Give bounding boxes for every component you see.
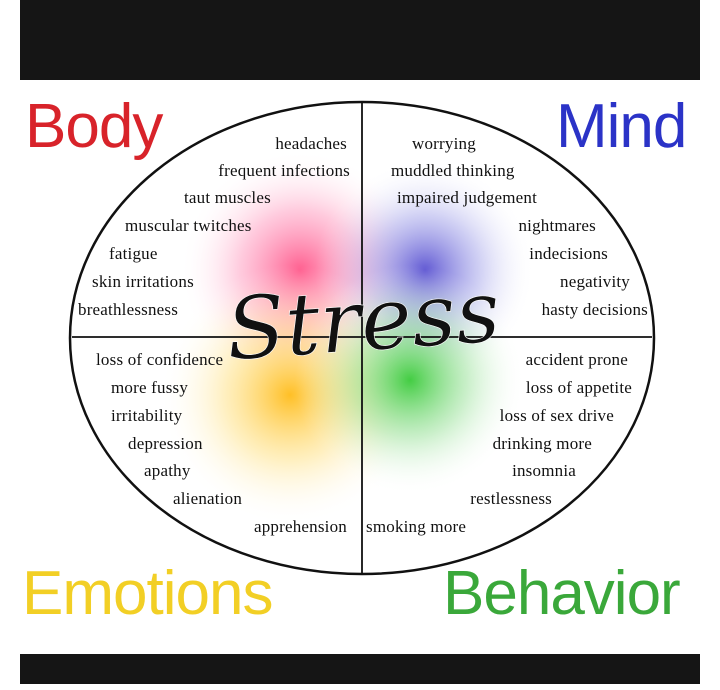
bottom-black-bar <box>20 654 700 684</box>
behavior-item: loss of appetite <box>525 378 632 397</box>
behavior-item: drinking more <box>492 434 592 453</box>
body-item: taut muscles <box>184 188 271 207</box>
body-item: muscular twitches <box>125 216 252 235</box>
mind-item: impaired judgement <box>397 188 538 207</box>
mind-item: indecisions <box>529 244 608 263</box>
emotions-item: alienation <box>173 489 243 508</box>
mind-item: muddled thinking <box>391 161 515 180</box>
mind-item: hasty decisions <box>541 300 648 319</box>
body-item: fatigue <box>109 244 158 263</box>
emotions-item: irritability <box>111 406 183 425</box>
color-glow <box>160 150 535 525</box>
behavior-item: loss of sex drive <box>499 406 614 425</box>
body-label: Body <box>25 92 163 161</box>
emotions-item: apathy <box>144 461 191 480</box>
emotions-item: loss of confidence <box>96 350 224 369</box>
mind-label: Mind <box>556 92 687 161</box>
emotions-item: depression <box>128 434 203 453</box>
behavior-item: restlessness <box>470 489 552 508</box>
body-item: breathlessness <box>78 300 179 319</box>
body-item: skin irritations <box>92 272 194 291</box>
behavior-label: Behavior <box>443 559 681 628</box>
mind-item: worrying <box>412 134 476 153</box>
mind-item: negativity <box>560 272 630 291</box>
behavior-item: smoking more <box>366 517 467 536</box>
behavior-item: insomnia <box>512 461 576 480</box>
center-title: Stress <box>223 262 503 381</box>
body-item: frequent infections <box>218 161 350 180</box>
top-black-bar <box>20 0 700 80</box>
mind-item: nightmares <box>518 216 596 235</box>
emotions-item: apprehension <box>253 517 347 536</box>
behavior-item: accident prone <box>525 350 628 369</box>
emotions-item: more fussy <box>111 378 189 397</box>
emotions-label: Emotions <box>22 559 273 628</box>
body-item: headaches <box>275 134 347 153</box>
